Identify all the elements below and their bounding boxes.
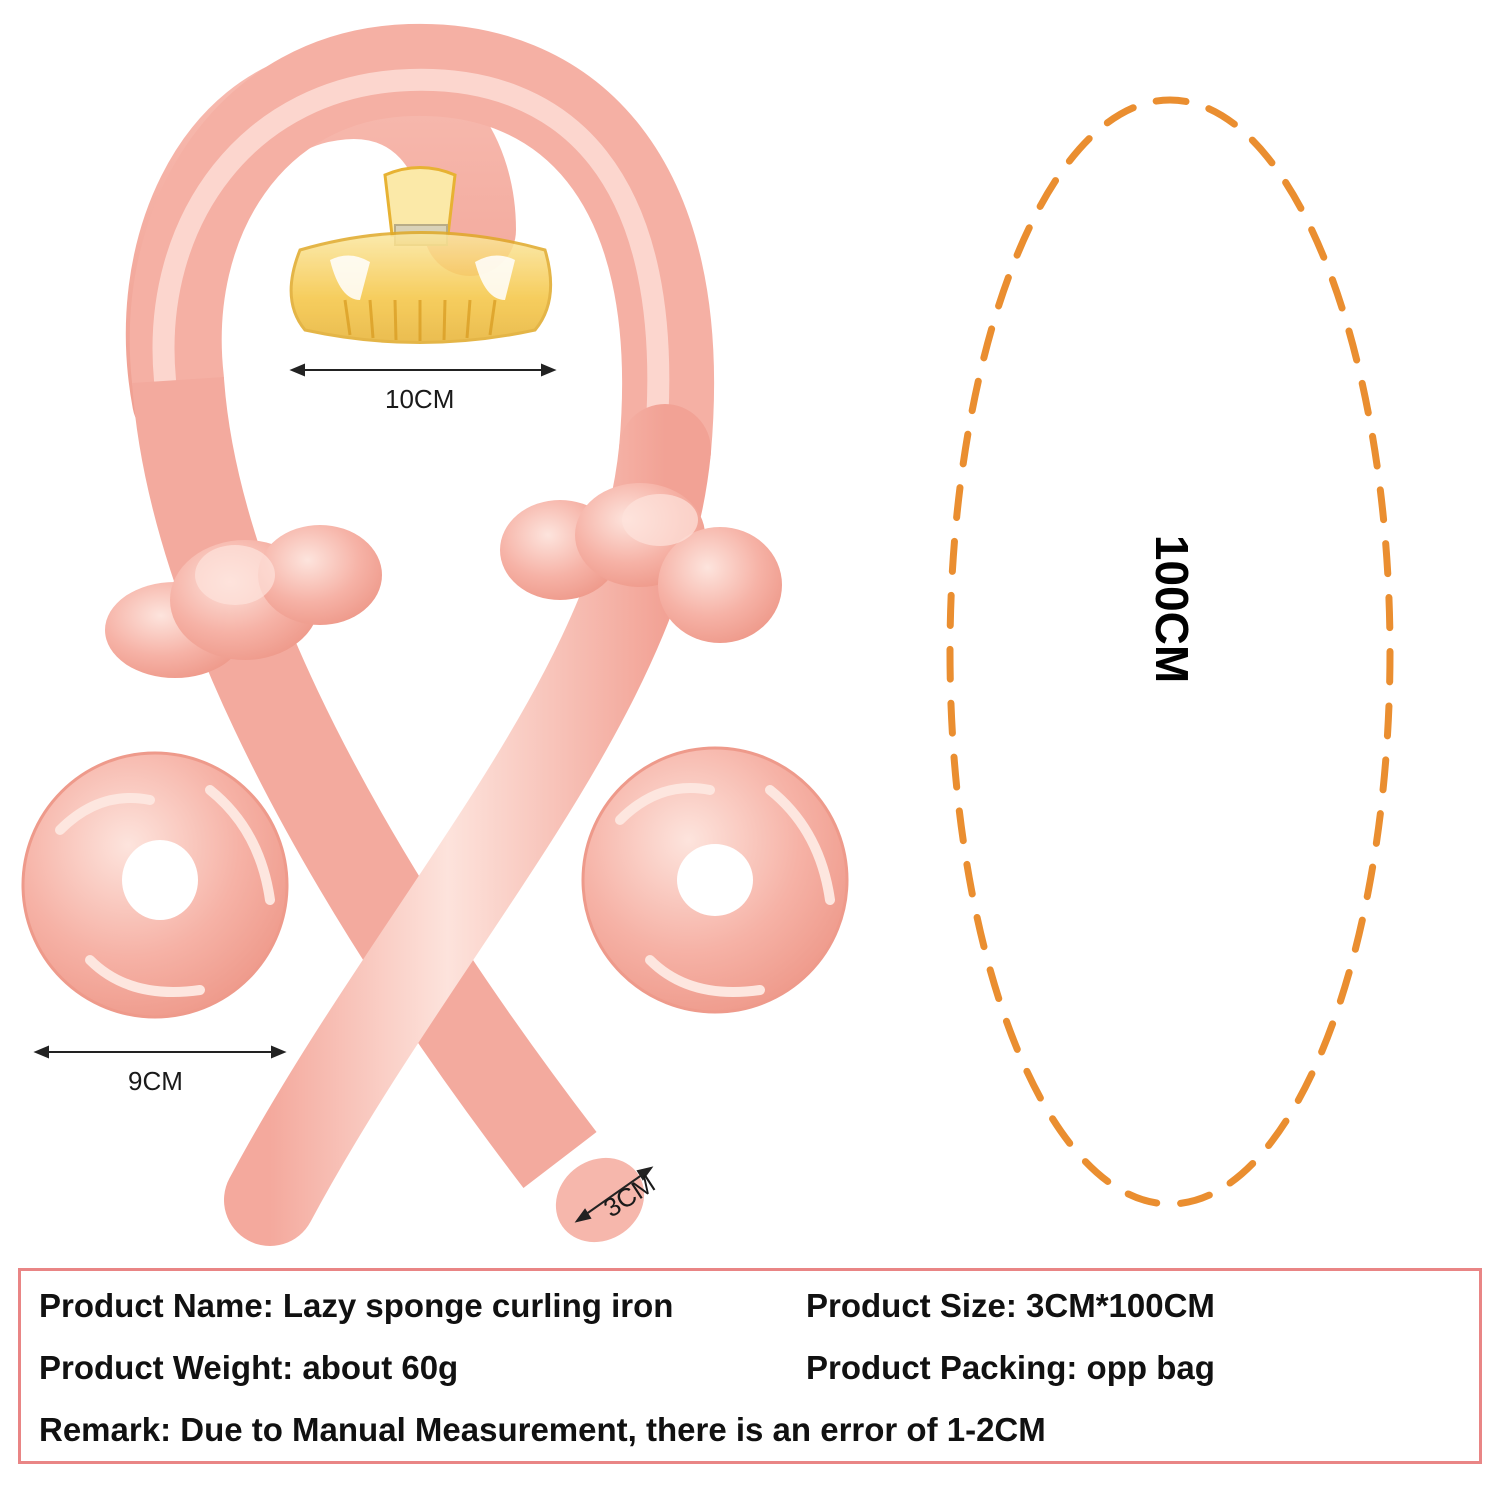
scrunchie-width-label: 9CM [128, 1066, 183, 1096]
product-remark: Remark: Due to Manual Measurement, there… [39, 1411, 1046, 1448]
scrunchie-hole [122, 840, 198, 920]
dimension-arrow-rod [574, 1166, 654, 1223]
scrunchie-on-rod-right [500, 483, 782, 643]
length-outline-dashed [946, 96, 1394, 1208]
claw-clip [289, 166, 553, 344]
rod-length-label: 100CM [1146, 534, 1199, 684]
product-size: Product Size: 3CM*100CM [806, 1287, 1215, 1324]
spec-box: Product Name: Lazy sponge curling iron P… [18, 1268, 1482, 1464]
rod-left-descent [132, 376, 597, 1188]
scrunchie-hole [677, 844, 753, 916]
dimension-arrow-scrunchie [33, 1045, 287, 1059]
scrunchie-loose-right [581, 746, 849, 1014]
rod-loop-highlight [152, 68, 670, 461]
product-weight: Product Weight: about 60g [39, 1349, 459, 1386]
scrunchie-on-rod-left [105, 525, 382, 678]
scrunchie-loose-left [21, 751, 289, 1019]
product-name: Product Name: Lazy sponge curling iron [39, 1287, 674, 1324]
product-packing: Product Packing: opp bag [806, 1349, 1215, 1386]
dimension-arrow-clip [289, 363, 557, 377]
clip-width-label: 10CM [385, 384, 455, 414]
